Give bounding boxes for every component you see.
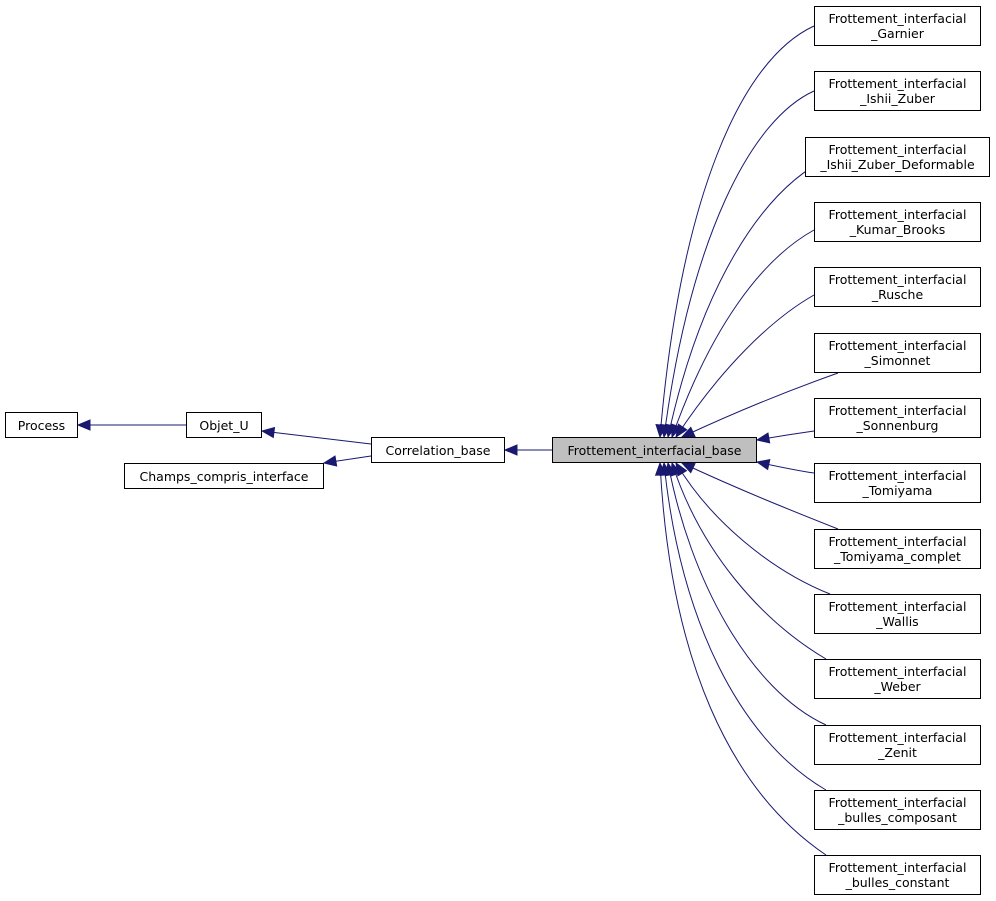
node-label-line2: _Sonnenburg xyxy=(856,418,939,433)
node-label-line1: Frottement_interfacial xyxy=(828,795,967,810)
node-label-line2: _Tomiyama xyxy=(862,483,933,498)
node-frottement-interfacial-base[interactable]: Frottement_interfacial_base xyxy=(552,437,757,463)
edge-correlation-to-champs-arrowhead xyxy=(322,455,338,467)
node-child-sonnenburg[interactable]: Frottement_interfacial _Sonnenburg xyxy=(814,398,981,438)
node-child-bulles-composant[interactable]: Frottement_interfacial _bulles_composant xyxy=(814,790,981,830)
node-label-line2: _Tomiyama_complet xyxy=(834,549,961,564)
edge-child-tomiyama-complet-arrowhead xyxy=(680,462,696,474)
node-label: Frottement_interfacial_base xyxy=(567,442,742,458)
node-label-line2: _Kumar_Brooks xyxy=(849,222,946,237)
node-label-line1: Frottement_interfacial xyxy=(828,338,967,353)
node-child-kumar-brooks[interactable]: Frottement_interfacial _Kumar_Brooks xyxy=(814,202,981,242)
node-label-line1: Frottement_interfacial xyxy=(828,599,967,614)
node-label-line2: _Wallis xyxy=(876,614,919,629)
edge-child-bulles-constant-arrowhead xyxy=(654,461,667,476)
node-child-tomiyama[interactable]: Frottement_interfacial _Tomiyama xyxy=(814,463,981,503)
node-label-line1: Frottement_interfacial xyxy=(828,11,967,26)
node-child-weber[interactable]: Frottement_interfacial _Weber xyxy=(814,659,981,699)
edge-child-ishii-zuber xyxy=(663,90,815,438)
node-label-line2: _Simonnet xyxy=(864,353,931,368)
edge-child-simonnet-arrowhead xyxy=(680,426,696,438)
node-child-wallis[interactable]: Frottement_interfacial _Wallis xyxy=(814,594,981,634)
node-label-line1: Frottement_interfacial xyxy=(828,207,967,222)
node-label: Process xyxy=(17,417,66,433)
edge-correlation-to-objet-u-arrowhead xyxy=(260,426,276,439)
node-child-bulles-constant[interactable]: Frottement_interfacial _bulles_constant xyxy=(814,855,981,895)
node-label: Objet_U xyxy=(199,417,249,433)
node-child-ishii-zuber[interactable]: Frottement_interfacial _Ishii_Zuber xyxy=(814,71,981,111)
node-child-garnier[interactable]: Frottement_interfacial _Garnier xyxy=(814,6,981,46)
node-label-line1: Frottement_interfacial xyxy=(828,664,967,679)
node-process[interactable]: Process xyxy=(5,412,78,438)
node-child-zenit[interactable]: Frottement_interfacial _Zenit xyxy=(814,725,981,765)
edge-child-ishii-zuber-deformable xyxy=(667,156,831,438)
edge-base-to-correlation-arrowhead xyxy=(503,444,518,456)
node-label-line1: Frottement_interfacial xyxy=(828,730,967,745)
node-label-line1: Frottement_interfacial xyxy=(828,272,967,287)
edge-child-tomiyama-complet xyxy=(681,462,839,530)
edge-child-kumar-brooks xyxy=(671,229,815,438)
edge-child-tomiyama-arrowhead xyxy=(755,459,771,471)
node-label-line1: Frottement_interfacial xyxy=(828,534,967,549)
node-child-ishii-zuber-deformable[interactable]: Frottement_interfacial _Ishii_Zuber_Defo… xyxy=(805,137,990,177)
edge-child-rusche xyxy=(675,294,815,438)
node-label-line2: _Zenit xyxy=(878,745,917,760)
edge-child-garnier xyxy=(659,25,815,438)
edge-child-bulles-constant xyxy=(659,462,827,856)
node-label-line2: _Ishii_Zuber xyxy=(860,91,935,106)
node-label-line1: Frottement_interfacial xyxy=(828,860,967,875)
edge-child-bulles-composant xyxy=(663,462,827,791)
edge-child-wallis xyxy=(675,462,831,595)
node-label-line2: _Weber xyxy=(874,679,921,694)
node-label: Correlation_base xyxy=(385,442,491,458)
node-label-line2: _bulles_composant xyxy=(838,810,957,825)
edge-objet-u-to-process-arrowhead xyxy=(76,419,91,431)
node-champs-compris-interface[interactable]: Champs_compris_interface xyxy=(124,463,324,489)
node-correlation-base[interactable]: Correlation_base xyxy=(371,437,505,463)
edge-child-sonnenburg-arrowhead xyxy=(755,432,771,444)
node-label-line1: Frottement_interfacial xyxy=(828,468,967,483)
edge-child-simonnet xyxy=(681,372,839,438)
node-label-line2: _Garnier xyxy=(871,26,924,41)
node-label-line2: _Ishii_Zuber_Deformable xyxy=(820,157,975,172)
node-label-line1: Frottement_interfacial xyxy=(828,403,967,418)
node-child-rusche[interactable]: Frottement_interfacial _Rusche xyxy=(814,267,981,307)
node-label: Champs_compris_interface xyxy=(139,468,309,484)
node-label-line1: Frottement_interfacial xyxy=(828,76,967,91)
node-label-line1: Frottement_interfacial xyxy=(828,142,967,157)
node-label-line2: _Rusche xyxy=(871,287,924,302)
node-child-simonnet[interactable]: Frottement_interfacial _Simonnet xyxy=(814,333,981,373)
node-child-tomiyama-complet[interactable]: Frottement_interfacial _Tomiyama_complet xyxy=(814,529,981,569)
node-objet-u[interactable]: Objet_U xyxy=(186,412,262,438)
edge-child-zenit xyxy=(667,462,827,726)
edge-child-weber xyxy=(671,462,827,660)
node-label-line2: _bulles_constant xyxy=(845,875,950,890)
edge-correlation-to-objet-u xyxy=(261,430,372,445)
edge-child-rusche-arrowhead xyxy=(675,423,688,439)
